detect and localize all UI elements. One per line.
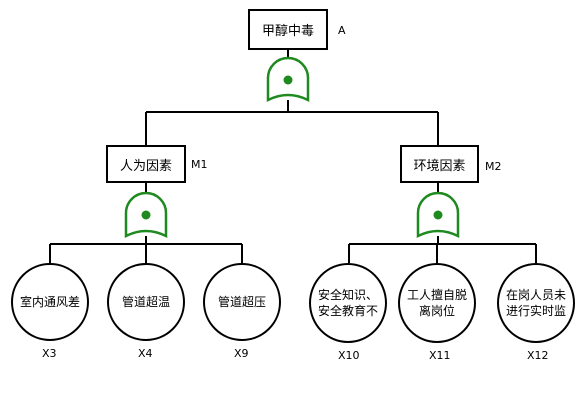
intermediate-event-id: M2: [485, 160, 502, 173]
basic-event-text: 管道超压: [217, 295, 266, 309]
basic-event-circle-x4: 管道超温: [107, 263, 185, 341]
basic-event-id: X4: [138, 347, 153, 360]
basic-event-id: X3: [42, 347, 57, 360]
basic-event-text: 管道超温: [121, 295, 170, 309]
top-event-id: A: [338, 24, 346, 37]
intermediate-event-id: M1: [191, 158, 208, 171]
or-gate-icon: [266, 56, 310, 103]
intermediate-event-box-m1: 人为因素: [106, 145, 186, 183]
basic-event-id: X11: [429, 349, 451, 362]
basic-event-circle-x11: 工人擅自脱 离岗位: [398, 263, 476, 343]
basic-event-text: 安全知识、: [317, 288, 378, 302]
basic-event-circle-x3: 室内通风差: [11, 263, 89, 341]
basic-event-circle-x10: 安全知识、 安全教育不: [309, 263, 387, 343]
basic-event-text: 离岗位: [418, 304, 455, 318]
intermediate-event-label: 人为因素: [119, 158, 172, 174]
or-gate-icon: [416, 191, 460, 239]
intermediate-event-label: 环境因素: [413, 158, 466, 174]
or-gate-icon: [124, 191, 168, 239]
basic-event-text: 室内通风差: [19, 295, 80, 309]
basic-event-text: 工人擅自脱: [406, 288, 467, 302]
top-event-box: 甲醇中毒: [248, 9, 328, 50]
basic-event-id: X9: [234, 347, 249, 360]
basic-event-id: X12: [527, 349, 549, 362]
basic-event-text: 进行实时监: [505, 304, 566, 318]
intermediate-event-box-m2: 环境因素: [400, 145, 479, 183]
top-event-label: 甲醇中毒: [261, 24, 314, 39]
basic-event-text: 安全教育不: [317, 304, 378, 318]
basic-event-id: X10: [338, 349, 360, 362]
basic-event-circle-x9: 管道超压: [203, 263, 281, 341]
basic-event-text: 在岗人员未: [505, 288, 566, 302]
basic-event-circle-x12: 在岗人员未 进行实时监: [497, 263, 575, 343]
